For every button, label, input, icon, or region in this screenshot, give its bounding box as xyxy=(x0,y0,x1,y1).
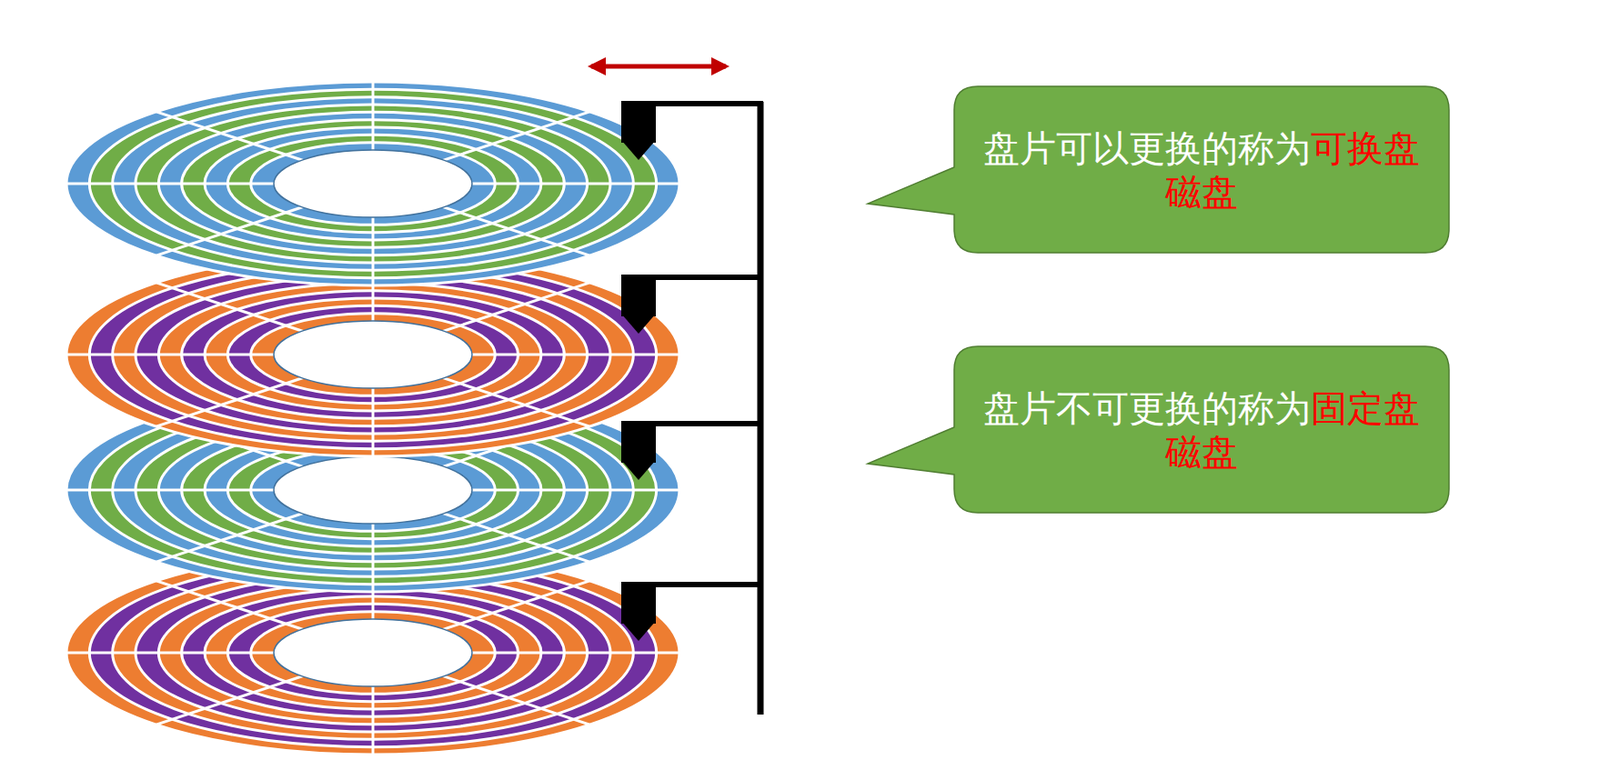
head-tip xyxy=(621,140,656,161)
read-write-head xyxy=(621,100,656,143)
callout-outline xyxy=(954,86,1450,253)
callout-text: 盘片可以更换的称为可换盘磁盘 xyxy=(954,86,1450,236)
spindle-hole xyxy=(273,456,473,524)
spindle-hole xyxy=(273,150,473,218)
read-write-head xyxy=(621,582,656,624)
callout-bubble: 盘片可以更换的称为可换盘磁盘 xyxy=(954,86,1450,253)
callout-outline xyxy=(954,346,1450,514)
head-tip xyxy=(621,621,656,642)
callout-text: 盘片可以更换的称为 xyxy=(983,127,1311,170)
callout-shape xyxy=(867,86,1450,253)
callout-text: 盘片不可更换的称为 xyxy=(983,387,1311,430)
callout-shape xyxy=(867,346,1450,514)
spindle-hole xyxy=(273,619,473,687)
seek-arrow xyxy=(591,64,726,70)
head-tip xyxy=(621,313,656,334)
callout-bubble: 盘片不可更换的称为固定盘磁盘 xyxy=(954,346,1450,514)
track xyxy=(66,81,680,286)
read-write-head xyxy=(621,421,656,463)
head-tip xyxy=(621,460,656,481)
platter xyxy=(66,81,680,286)
spindle-hole xyxy=(273,321,473,389)
read-write-head xyxy=(621,274,656,317)
head-arm xyxy=(621,100,764,715)
platter-stack xyxy=(66,81,680,755)
callout-text: 盘片不可更换的称为固定盘磁盘 xyxy=(954,346,1450,496)
actuator-shaft xyxy=(757,101,765,715)
